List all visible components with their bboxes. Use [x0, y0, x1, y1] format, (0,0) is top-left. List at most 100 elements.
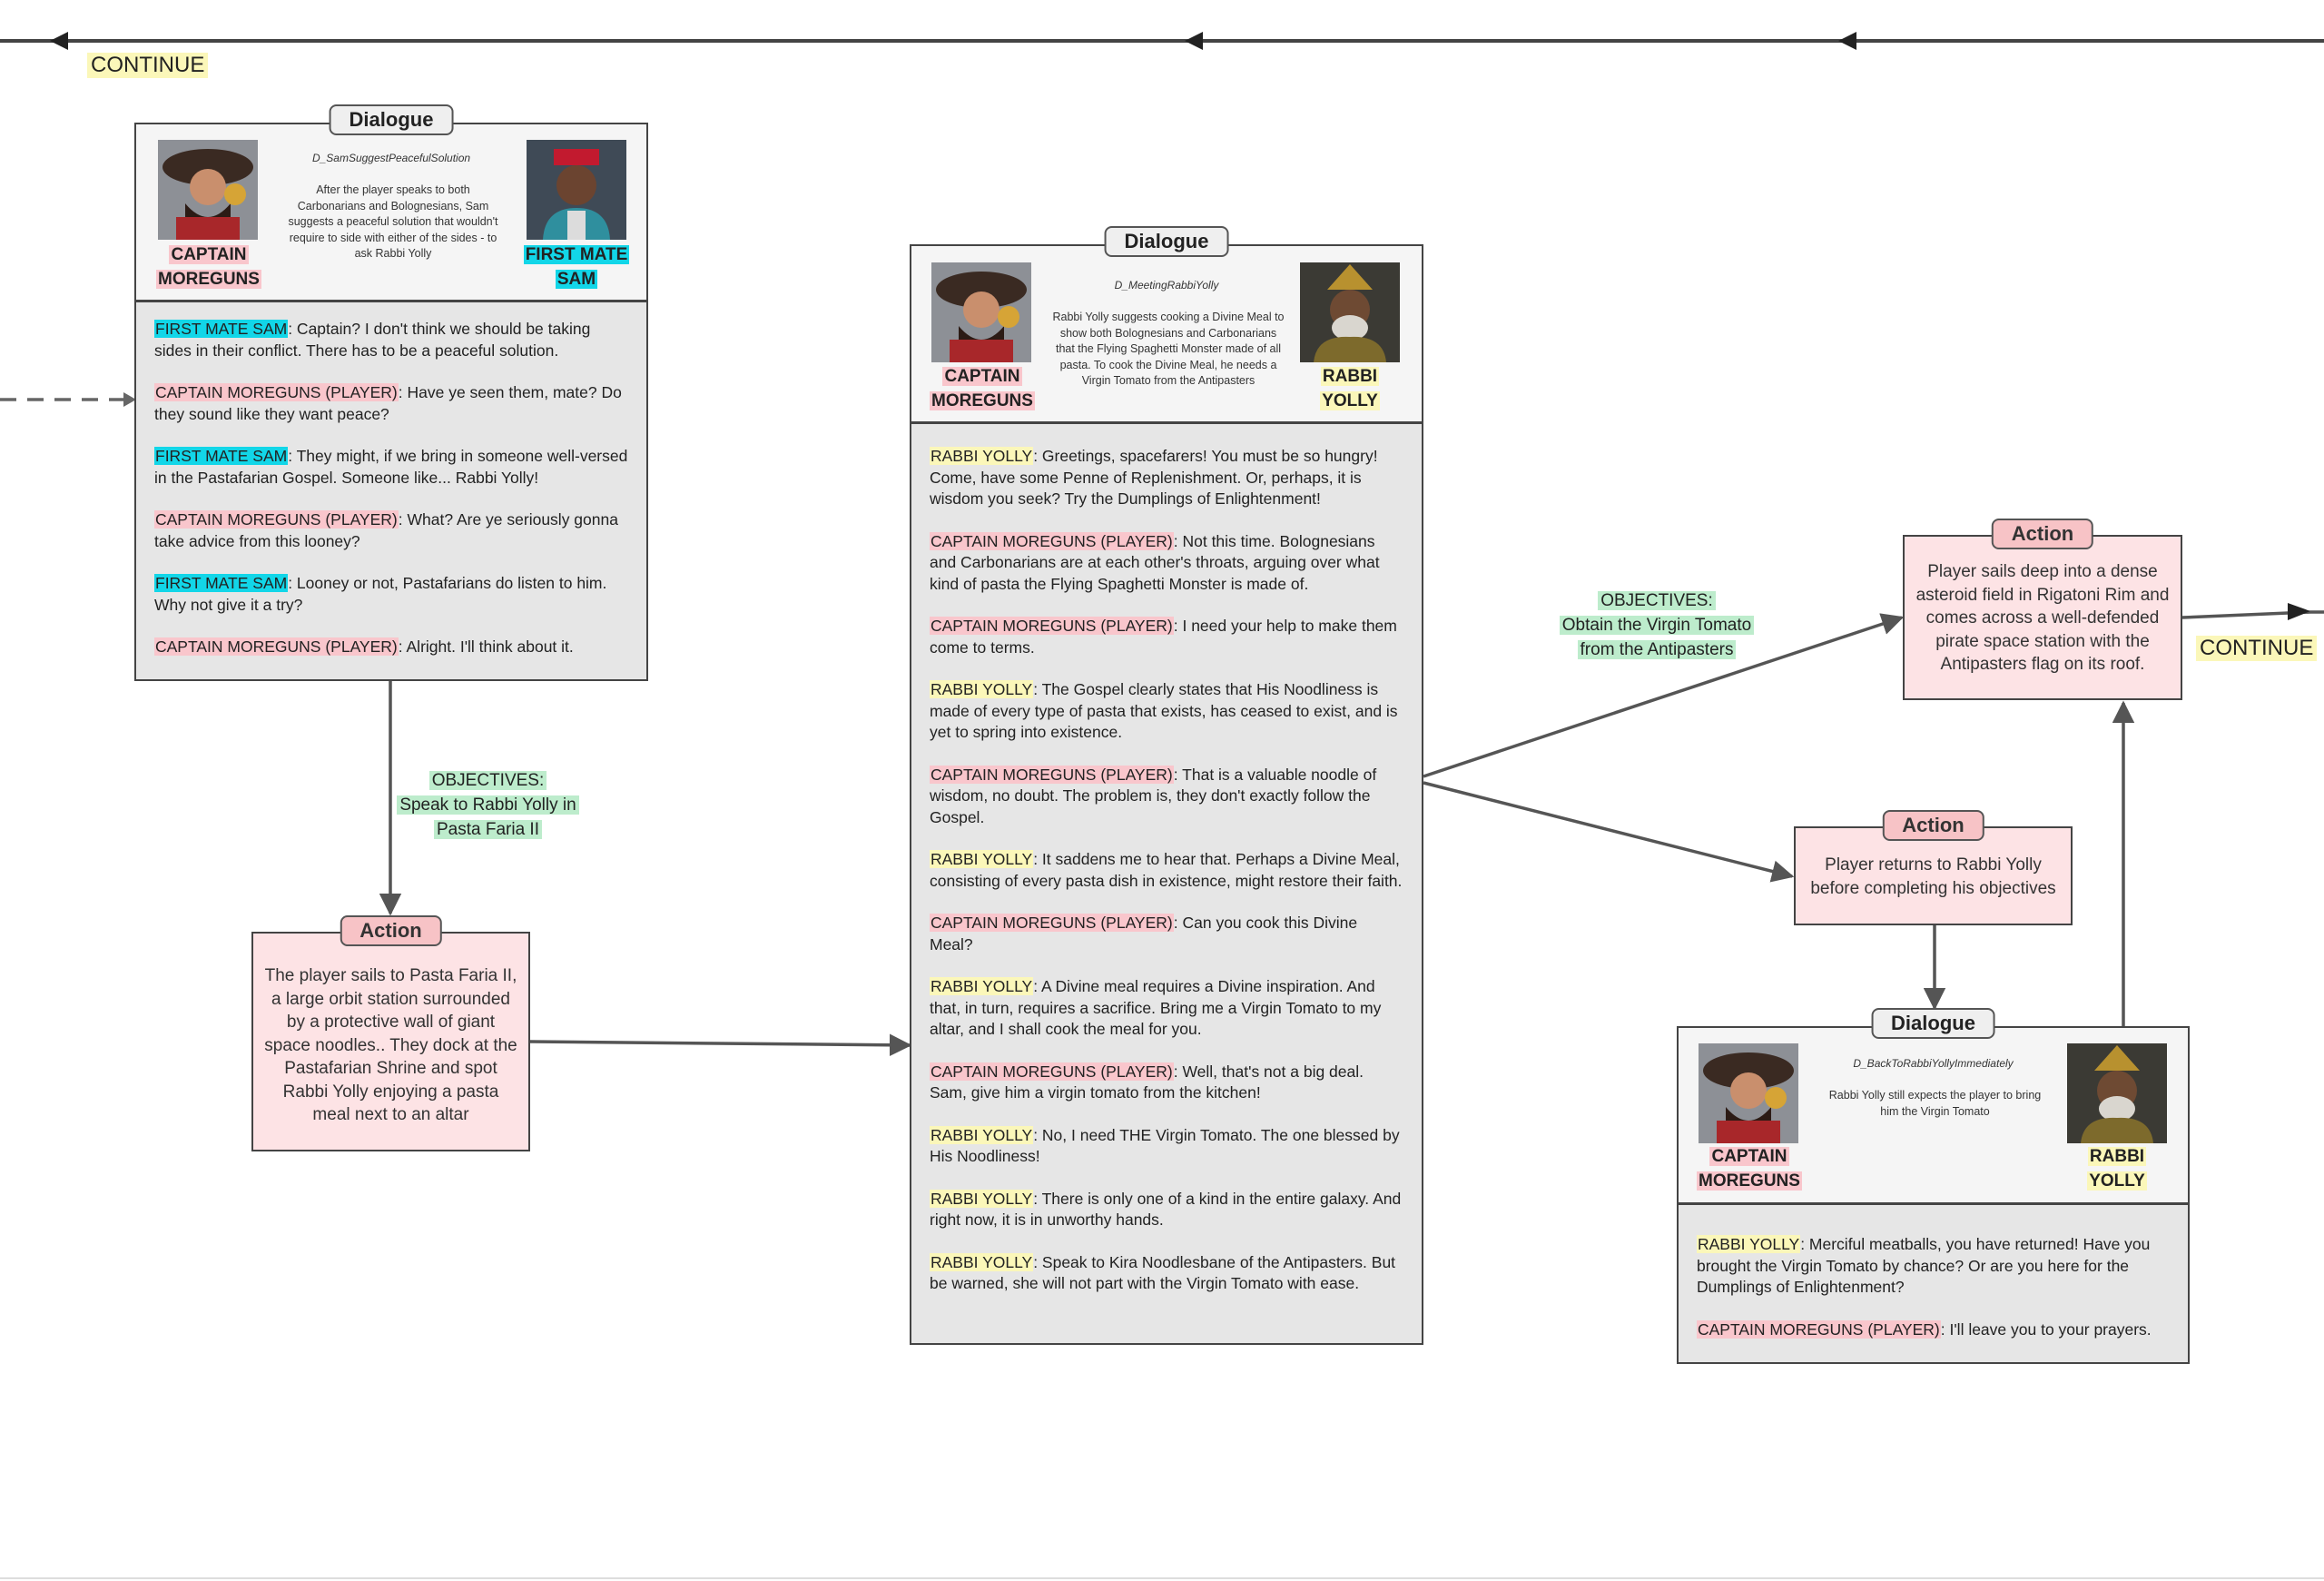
- dialogue-line: RABBI YOLLY: No, I need THE Virgin Tomat…: [930, 1125, 1403, 1168]
- line-text: : I need your help to make them come to …: [930, 617, 1397, 657]
- dashed-connector-arrow: [123, 392, 136, 407]
- timeline-arrow: [1185, 32, 1203, 50]
- dialogue-line: RABBI YOLLY: The Gospel clearly states t…: [930, 679, 1403, 744]
- dialogue-line: FIRST MATE SAM: Looney or not, Pastafari…: [154, 573, 628, 616]
- speaker-name: RABBI YOLLY: [930, 680, 1034, 698]
- dialogue-description: Rabbi Yolly suggests cooking a Divine Me…: [1052, 311, 1285, 387]
- portrait-name-left: CAPTAIN MOREGUNS: [1697, 1147, 1802, 1191]
- dialogue-line: CAPTAIN MOREGUNS (PLAYER): I'll leave yo…: [1697, 1319, 2170, 1341]
- dialogue-line: CAPTAIN MOREGUNS (PLAYER): Well, that's …: [930, 1062, 1403, 1104]
- action-text: Player sails deep into a dense asteroid …: [1915, 562, 2170, 674]
- dialogue-line: FIRST MATE SAM: Captain? I don't think w…: [154, 319, 628, 361]
- line-text: : What? Are ye seriously gonna take advi…: [154, 510, 618, 550]
- dialogue-line: RABBI YOLLY: Speak to Kira Noodlesbane o…: [930, 1252, 1403, 1295]
- dialogue-line: CAPTAIN MOREGUNS (PLAYER): Can you cook …: [930, 913, 1403, 955]
- dialogue-header: CAPTAIN MOREGUNS D_SamSuggestPeacefulSol…: [136, 124, 646, 302]
- speaker-name: RABBI YOLLY: [930, 1252, 1034, 1271]
- portrait-captain-moreguns: [931, 262, 1031, 362]
- dialogue-line: RABBI YOLLY: Greetings, spacefarers! You…: [930, 446, 1403, 510]
- speaker-name: RABBI YOLLY: [1697, 1235, 1801, 1253]
- dialogue-line: CAPTAIN MOREGUNS (PLAYER): That is a val…: [930, 765, 1403, 829]
- portrait-name-right: RABBI YOLLY: [2087, 1147, 2147, 1191]
- timeline-arrow: [1838, 32, 1856, 50]
- objective-label-1: OBJECTIVES: Speak to Rabbi Yolly in Past…: [381, 768, 595, 842]
- connector-arrowhead: [2288, 603, 2310, 620]
- connector-rabbi-to-action3: [1423, 781, 1795, 883]
- portrait-captain-moreguns: [158, 140, 258, 240]
- continue-label-left: CONTINUE: [87, 53, 209, 78]
- line-text: : Not this time. Bolognesians and Carbon…: [930, 531, 1380, 593]
- dialogue-line: CAPTAIN MOREGUNS (PLAYER): Alright. I'll…: [154, 637, 628, 658]
- line-text: : There is only one of a kind in the ent…: [930, 1189, 1402, 1230]
- speaker-name: CAPTAIN MOREGUNS (PLAYER): [154, 637, 399, 656]
- line-text: : Have ye seen them, mate? Do they sound…: [154, 383, 622, 423]
- line-text: : Can you cook this Divine Meal?: [930, 914, 1358, 954]
- dialogue-line: CAPTAIN MOREGUNS (PLAYER): Not this time…: [930, 531, 1403, 596]
- speaker-name: RABBI YOLLY: [930, 1125, 1034, 1144]
- line-text: : Alright. I'll think about it.: [398, 637, 574, 656]
- dialogue-line: RABBI YOLLY: A Divine meal requires a Di…: [930, 976, 1403, 1041]
- action-title: Action: [340, 915, 442, 946]
- speaker-name: CAPTAIN MOREGUNS (PLAYER): [930, 617, 1174, 635]
- line-text: : No, I need THE Virgin Tomato. The one …: [930, 1125, 1400, 1166]
- line-text: : I'll leave you to your prayers.: [1940, 1319, 2152, 1339]
- dialogue-node-back-to-rabbi[interactable]: CAPTAIN MOREGUNS D_BackToRabbiYollyImmed…: [1677, 1008, 2190, 1364]
- connector-rabbi-to-action2: [1423, 613, 1905, 778]
- dialogue-line: RABBI YOLLY: There is only one of a kind…: [930, 1189, 1403, 1231]
- speaker-name: FIRST MATE SAM: [154, 574, 289, 592]
- speaker-name: CAPTAIN MOREGUNS (PLAYER): [930, 765, 1174, 784]
- speaker-name: CAPTAIN MOREGUNS (PLAYER): [1697, 1319, 1941, 1339]
- line-text: : That is a valuable noodle of wisdom, n…: [930, 765, 1377, 826]
- portrait-name-right: RABBI YOLLY: [1320, 367, 1380, 410]
- speaker-name: RABBI YOLLY: [930, 1189, 1034, 1208]
- dialogue-id: D_MeetingRabbiYolly: [1114, 279, 1219, 291]
- speaker-name: FIRST MATE SAM: [154, 320, 289, 338]
- dialogue-lines: FIRST MATE SAM: Captain? I don't think w…: [136, 302, 646, 658]
- dialogue-title: Dialogue: [329, 104, 454, 135]
- line-text: : They might, if we bring in someone wel…: [154, 447, 628, 487]
- portrait-name-left: CAPTAIN MOREGUNS: [930, 367, 1035, 410]
- portrait-name-left: CAPTAIN MOREGUNS: [156, 245, 261, 289]
- speaker-name: CAPTAIN MOREGUNS (PLAYER): [930, 914, 1174, 932]
- dialogue-lines: RABBI YOLLY: Merciful meatballs, you hav…: [1679, 1205, 2188, 1340]
- line-text: : Well, that's not a big deal. Sam, give…: [930, 1062, 1364, 1102]
- dialogue-title: Dialogue: [1871, 1008, 1995, 1039]
- connector-action-to-rabbi: [529, 1033, 912, 1057]
- timeline-arrow: [50, 32, 68, 50]
- dialogue-line: CAPTAIN MOREGUNS (PLAYER): I need your h…: [930, 616, 1403, 658]
- dialogue-description: Rabbi Yolly still expects the player to …: [1828, 1089, 2042, 1118]
- line-text: : Looney or not, Pastafarians do listen …: [154, 574, 607, 614]
- line-text: : Merciful meatballs, you have returned!…: [1697, 1235, 2151, 1296]
- dialogue-line: CAPTAIN MOREGUNS (PLAYER): Have ye seen …: [154, 382, 628, 425]
- action-title: Action: [1991, 519, 2094, 549]
- dialogue-title: Dialogue: [1104, 226, 1229, 257]
- line-text: : Greetings, spacefarers! You must be so…: [930, 447, 1378, 508]
- dialogue-node-sam[interactable]: CAPTAIN MOREGUNS D_SamSuggestPeacefulSol…: [134, 104, 648, 681]
- action-title: Action: [1882, 810, 1984, 841]
- portrait-name-right: FIRST MATE SAM: [523, 245, 630, 289]
- speaker-name: FIRST MATE SAM: [154, 447, 289, 465]
- dialogue-description: After the player speaks to both Carbonar…: [288, 183, 498, 260]
- dialogue-header: CAPTAIN MOREGUNS D_MeetingRabbiYolly Rab…: [911, 246, 1422, 424]
- speaker-name: CAPTAIN MOREGUNS (PLAYER): [930, 531, 1174, 550]
- dialogue-header: CAPTAIN MOREGUNS D_BackToRabbiYollyImmed…: [1679, 1028, 2188, 1205]
- line-text: : A Divine meal requires a Divine inspir…: [930, 977, 1382, 1038]
- dialogue-line: CAPTAIN MOREGUNS (PLAYER): What? Are ye …: [154, 509, 628, 552]
- line-text: : The Gospel clearly states that His Noo…: [930, 680, 1398, 741]
- portrait-first-mate-sam: [527, 140, 626, 240]
- line-text: : Captain? I don't think we should be ta…: [154, 320, 591, 360]
- dialogue-id: D_SamSuggestPeacefulSolution: [311, 152, 471, 164]
- action-node-rigatoni-rim[interactable]: Action Player sails deep into a dense as…: [1903, 519, 2182, 700]
- speaker-name: CAPTAIN MOREGUNS (PLAYER): [154, 510, 399, 529]
- portrait-captain-moreguns: [1699, 1043, 1798, 1143]
- dialogue-line: FIRST MATE SAM: They might, if we bring …: [154, 446, 628, 489]
- dialogue-line: RABBI YOLLY: Merciful meatballs, you hav…: [1697, 1234, 2170, 1299]
- speaker-name: CAPTAIN MOREGUNS (PLAYER): [930, 1062, 1174, 1081]
- continue-label-right: CONTINUE: [2196, 636, 2318, 661]
- action-node-return-early[interactable]: Action Player returns to Rabbi Yolly bef…: [1794, 810, 2073, 925]
- line-text: : It saddens me to hear that. Perhaps a …: [930, 850, 1403, 890]
- portrait-rabbi-yolly: [2067, 1043, 2167, 1143]
- dialogue-node-rabbi-yolly[interactable]: CAPTAIN MOREGUNS D_MeetingRabbiYolly Rab…: [910, 226, 1423, 1345]
- action-node-sail-to-pasta-faria[interactable]: Action The player sails to Pasta Faria I…: [251, 915, 530, 1151]
- dialogue-id: D_BackToRabbiYollyImmediately: [1853, 1057, 2014, 1070]
